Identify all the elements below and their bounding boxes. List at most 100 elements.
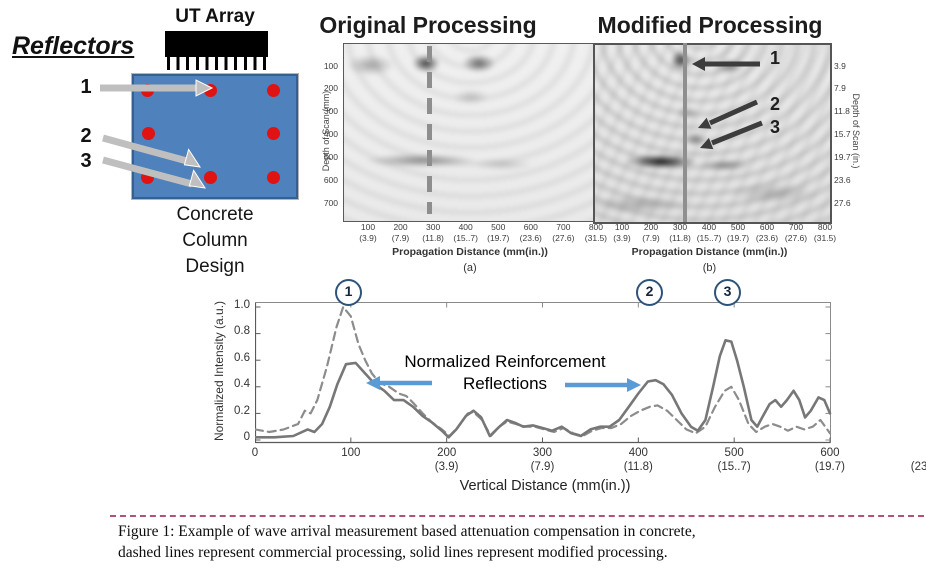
tick-label [303, 461, 399, 473]
tick-label: (11.8) [623, 461, 653, 473]
tick-label: (31.5) [584, 233, 608, 243]
tick-label: 3.9 [834, 60, 846, 71]
rebar-dot [203, 170, 217, 184]
figure-caption: Figure 1: Example of wave arrival measur… [118, 521, 778, 563]
panel-b-sublabel: (b) [702, 262, 717, 274]
tick-label: (3.9) [434, 461, 459, 473]
tick-label: (15..7) [696, 233, 722, 243]
tick-label: 600 [323, 174, 338, 185]
tick-label: (19.7) [487, 233, 510, 243]
tick-label: (23.6) [519, 233, 542, 243]
chart-xticks-in: (3.9) (7.9) (11.8) (15..7) (19.7) (23.6) [303, 461, 926, 473]
tick-label: (19.7) [726, 233, 750, 243]
rebar-dot [141, 126, 155, 140]
concrete-caption-line: Column [182, 230, 248, 251]
chart-xlabel: Vertical Distance (mm(in.)) [459, 478, 631, 494]
concrete-column-caption: Concrete Column Design [150, 202, 280, 280]
reflector-label-2: 2 [80, 125, 92, 147]
tick-label: 200 [393, 222, 408, 232]
tick-label: 0.2 [234, 404, 250, 417]
tick-label: (7.9) [642, 233, 660, 243]
tick-label: (19.7) [814, 461, 845, 473]
panel-a-xticks-in: (3.9)(7.9)(11.8)(15..7)(19.7)(23.6)(27.6… [352, 233, 613, 243]
tick-label: (27.6) [784, 233, 808, 243]
rebar-dot [266, 170, 280, 184]
panel-b-xlabel: Propagation Distance (mm(in.)) [631, 246, 788, 258]
tick-label: (15..7) [717, 461, 751, 473]
tick-label: 700 [788, 222, 804, 232]
panel-a-yticks: 100 200 300 400 500 600 700 [312, 55, 338, 215]
ut-array-label: UT Array [175, 6, 255, 27]
tick-label: 100 [360, 222, 376, 232]
tick-label: (7.9) [530, 461, 555, 473]
reflector-label-3: 3 [80, 150, 92, 172]
concrete-caption-line: Concrete [176, 204, 254, 225]
tick-label: 0.6 [234, 351, 250, 364]
rebar-dot [266, 126, 280, 140]
tick-label: 0 [243, 431, 250, 444]
panel-a-xlabel: Propagation Distance (mm(in.)) [392, 246, 548, 258]
tick-label: 200 [643, 222, 659, 232]
ut-array-elements [167, 57, 267, 70]
rebar-dot [266, 83, 280, 97]
tick-label: (31.5) [813, 233, 837, 243]
panel-b-scan-texture [595, 45, 830, 222]
tick-label: 800 [588, 222, 603, 232]
panel-b-solid-marker-line [683, 43, 687, 222]
tick-label: 300 [426, 222, 441, 232]
tick-label: 500 [730, 222, 746, 232]
panel-b-arrow-label-2: 2 [770, 94, 781, 114]
annotation-line2: Reflections [462, 374, 548, 393]
tick-label: 27.6 [834, 197, 851, 208]
tick-label: 500 [323, 151, 338, 162]
panel-a-title: Original Processing [319, 12, 537, 38]
panel-a-dashed-marker-line [427, 46, 432, 214]
rebar-dot [140, 83, 154, 97]
chart-marker-1: 1 [335, 279, 362, 306]
tick-label: 300 [323, 106, 338, 117]
panel-b-xticks-in: (3.9)(7.9)(11.8)(15..7)(19.7)(23.6)(27.6… [608, 233, 840, 243]
panel-b-scan-image [593, 43, 832, 224]
tick-label: 500 [724, 447, 744, 459]
tick-label: (7.9) [391, 233, 410, 243]
rebar-dot [140, 170, 154, 184]
tick-label: 600 [820, 447, 840, 459]
tick-label: (3.9) [359, 233, 377, 243]
tick-label: 500 [491, 222, 506, 232]
caption-line-2: dashed lines represent commercial proces… [118, 544, 668, 561]
tick-label: 700 [323, 197, 338, 208]
tick-label: 19.7 [834, 151, 851, 162]
tick-label: 100 [341, 447, 361, 459]
panel-b-title: Modified Processing [597, 12, 823, 38]
tick-label: 0 [251, 447, 259, 459]
ut-array-transducer [165, 31, 268, 57]
tick-label: 1.0 [234, 298, 250, 311]
tick-label: (23.6) [910, 461, 926, 473]
rebar-dot [203, 83, 217, 97]
annotation-line1: Normalized Reinforcement [404, 352, 606, 371]
tick-label: (11.8) [669, 233, 691, 243]
caption-divider-line [110, 515, 924, 517]
panel-a-scan-texture [344, 44, 598, 221]
tick-label: 100 [323, 60, 338, 71]
tick-label: 200 [323, 83, 338, 94]
tick-label: 0.8 [234, 325, 250, 338]
tick-label: 23.6 [834, 174, 851, 185]
tick-label: 600 [759, 222, 775, 232]
tick-label: 300 [672, 222, 688, 232]
tick-label: 400 [323, 129, 338, 140]
tick-label: 600 [523, 222, 538, 232]
tick-label: 700 [556, 222, 571, 232]
tick-label: 800 [817, 222, 833, 232]
tick-label: 11.8 [834, 106, 850, 117]
tick-label: (15..7) [453, 233, 478, 243]
tick-label: 400 [458, 222, 473, 232]
reflector-label-1: 1 [80, 76, 92, 98]
tick-label: 400 [701, 222, 717, 232]
tick-label: (11.8) [422, 233, 444, 243]
